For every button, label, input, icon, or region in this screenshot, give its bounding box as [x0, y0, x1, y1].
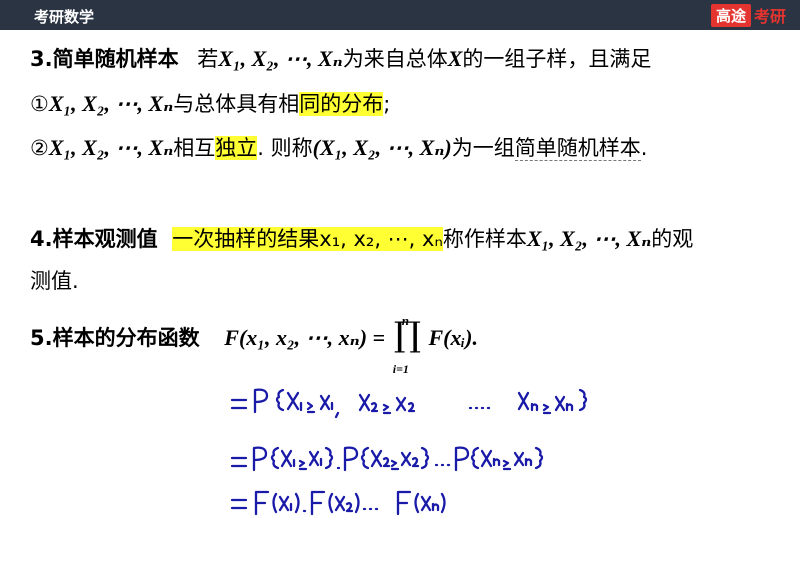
item3-text1: 若: [197, 47, 219, 71]
item4-text1: 称作样本: [442, 227, 527, 251]
prod-sym: ∏: [393, 315, 421, 355]
item3-cond2: ②X₁, X₂, ⋯, Xₙ相互独立. 则称(X₁, X₂, ⋯, Xₙ)为一组…: [30, 133, 647, 163]
item4-seq: X₁, X₂, ⋯, Xₙ: [526, 226, 652, 251]
cond2-text2: . 则称: [257, 136, 313, 160]
cond2-text: 相互: [173, 136, 216, 160]
cond2-underlined: 简单随机样本: [514, 136, 641, 161]
handwriting-line2: [230, 446, 544, 472]
cond2-highlight: 独立: [215, 136, 258, 160]
item5-line: 5.样本的分布函数 F(x₁, x₂, ⋯, xₙ) = n ∏ i=1 F(x…: [30, 313, 478, 376]
cond2-end: .: [640, 136, 648, 160]
item4-line2: 测值.: [30, 269, 79, 293]
item5-formula-left: F(x₁, x₂, ⋯, xₙ) =: [224, 325, 386, 350]
brand-text: 考研: [753, 7, 786, 26]
handwriting-line3: [230, 490, 446, 516]
cond1-mark: ①: [30, 92, 49, 116]
item3-seq: X₁, X₂, ⋯, Xₙ: [218, 46, 343, 71]
item5-formula-right: F(xᵢ).: [428, 325, 478, 350]
product-symbol: n ∏ i=1: [392, 313, 422, 376]
cond2-text3: 为一组: [451, 136, 515, 160]
item4-heading: 4.样本观测值: [30, 227, 158, 251]
item3-text3: 的一组子样，且满足: [462, 47, 652, 71]
item4-line1: 4.样本观测值 一次抽样的结果x₁, x₂, ⋯, xₙ称作样本X₁, X₂, …: [30, 224, 693, 254]
item4-text2: 的观: [651, 227, 694, 251]
cond1-highlight: 同的分布: [299, 92, 384, 116]
cond2-tuple: (X₁, X₂, ⋯, Xₙ): [312, 135, 452, 160]
item3-line1: 3.简单随机样本 若X₁, X₂, ⋯, Xₙ为来自总体X的一组子样，且满足: [30, 44, 651, 74]
item3-cond1: ①X₁, X₂, ⋯, Xₙ与总体具有相同的分布;: [30, 89, 390, 119]
brand-box: 高途: [710, 3, 751, 27]
item3-X: X: [447, 46, 463, 71]
cond2-seq: X₁, X₂, ⋯, Xₙ: [48, 135, 174, 160]
item4-highlight: 一次抽样的结果x₁, x₂, ⋯, xₙ: [172, 227, 443, 251]
brand-logo: 高途 考研: [710, 3, 786, 27]
prod-top: n: [401, 313, 409, 328]
prod-bottom: i=1: [392, 362, 409, 376]
course-title: 考研数学: [34, 8, 95, 26]
top-bar: 考研数学 高途 考研: [0, 0, 800, 30]
item3-heading: 3.简单随机样本: [30, 47, 179, 71]
cond2-mark: ②: [30, 136, 49, 160]
handwriting-line1: [230, 388, 588, 419]
cond1-seq: X₁, X₂, ⋯, Xₙ: [48, 91, 174, 116]
cond1-text: 与总体具有相: [173, 92, 300, 116]
item5-heading: 5.样本的分布函数: [30, 326, 200, 350]
item3-text2: 为来自总体: [342, 47, 448, 71]
cond1-end: ;: [383, 92, 391, 116]
